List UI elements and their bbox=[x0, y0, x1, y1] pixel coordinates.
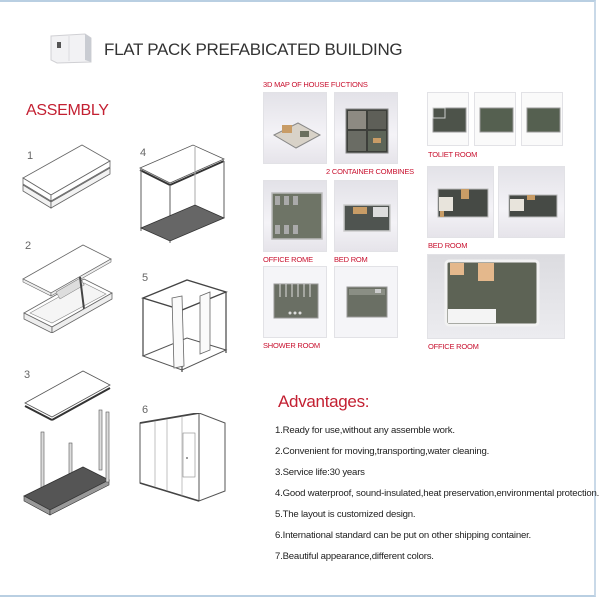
page-title: FLAT PACK PREFABICATED BUILDING bbox=[104, 40, 403, 59]
bed-room-label: BED ROOM bbox=[428, 241, 468, 250]
thumbnail-toilet-1[interactable] bbox=[427, 92, 469, 146]
thumbnail-bed-room-1[interactable] bbox=[427, 166, 494, 238]
step-1-illustration bbox=[20, 143, 115, 211]
advantages-heading: Advantages: bbox=[278, 392, 370, 411]
thumbnail-shower-room[interactable] bbox=[263, 266, 327, 338]
step-number: 6 bbox=[142, 404, 149, 416]
step-number: 2 bbox=[25, 240, 32, 252]
thumbnail-3d-house[interactable] bbox=[263, 92, 327, 164]
bed-rom-label: BED ROM bbox=[334, 255, 368, 264]
advantage-item: 6.International standard can be put on o… bbox=[275, 530, 532, 541]
advantage-item: 3.Service life:30 years bbox=[275, 467, 365, 478]
container-house-icon bbox=[47, 30, 95, 64]
office-rome-label: OFFICE ROME bbox=[263, 255, 313, 264]
thumbnail-office-room[interactable] bbox=[427, 254, 565, 339]
advantage-item: 1.Ready for use,without any assemble wor… bbox=[275, 425, 455, 436]
step-number: 3 bbox=[24, 369, 31, 381]
step-number: 5 bbox=[142, 272, 149, 284]
advantage-item: 2.Convenient for moving,transporting,wat… bbox=[275, 446, 490, 457]
assembly-heading: ASSEMBLY bbox=[26, 102, 109, 119]
map-label: 3D MAP OF HOUSE FUCTIONS bbox=[263, 80, 368, 89]
step-3-illustration bbox=[20, 370, 115, 530]
office-room-label: OFFICE ROOM bbox=[428, 342, 479, 351]
step-number: 4 bbox=[140, 147, 147, 159]
advantages-list: 1.Ready for use,without any assemble wor… bbox=[275, 424, 599, 571]
thumbnail-office-rome[interactable] bbox=[263, 180, 327, 252]
step-5-illustration bbox=[140, 278, 230, 373]
thumbnail-bed-rom[interactable] bbox=[334, 180, 398, 252]
step-4-illustration bbox=[137, 143, 227, 243]
thumbnail-bed-room-2[interactable] bbox=[498, 166, 565, 238]
step-3-post-right bbox=[105, 410, 111, 485]
step-number: 1 bbox=[27, 150, 34, 162]
advantage-item: 4.Good waterproof, sound-insulated,heat … bbox=[275, 488, 600, 499]
advantage-item: 5.The layout is customized design. bbox=[275, 509, 416, 520]
thumbnail-toilet-3[interactable] bbox=[521, 92, 563, 146]
two-container-label: 2 CONTAINER COMBINES bbox=[326, 167, 414, 176]
step-6-illustration bbox=[137, 413, 227, 503]
thumbnail-2-container[interactable] bbox=[334, 92, 398, 164]
shower-room-label: SHOWER ROOM bbox=[263, 341, 320, 350]
advantage-item: 7.Beautiful appearance,different colors. bbox=[275, 551, 434, 562]
thumbnail-shower-room-2[interactable] bbox=[334, 266, 398, 338]
thumbnail-toilet-2[interactable] bbox=[474, 92, 516, 146]
step-2-illustration bbox=[20, 237, 115, 333]
toilet-room-label: TOLIET ROOM bbox=[428, 150, 478, 159]
